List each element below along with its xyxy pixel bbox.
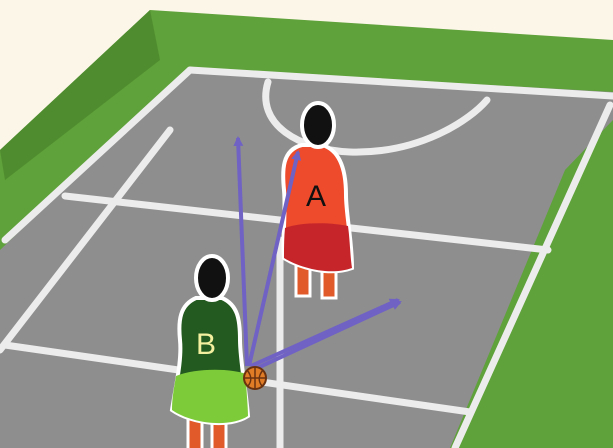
player-b-head: [196, 256, 228, 300]
player-a-label: A: [306, 180, 326, 213]
player-b-label: B: [196, 328, 216, 361]
player-a-head: [302, 103, 334, 147]
player-b-skirt: [172, 370, 248, 423]
basketball-icon: [244, 367, 266, 389]
